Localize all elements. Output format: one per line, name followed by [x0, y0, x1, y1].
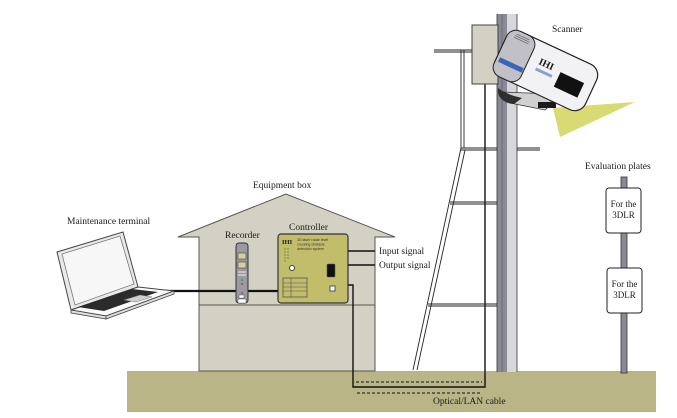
controller-device: IHI 3D laser radar level crossing obstac… [277, 233, 349, 304]
recorder-device [235, 242, 249, 304]
junction-box [471, 24, 499, 85]
label-evaluation-plates: Evaluation plates [585, 162, 651, 172]
controller-brand: IHI [282, 239, 293, 246]
ground [127, 371, 656, 412]
controller-text-line1: 3D laser radar level [297, 238, 328, 242]
label-output-signal: Output signal [379, 261, 431, 271]
optical-cable-path [348, 80, 486, 388]
plate-1-line1: For the [611, 199, 637, 209]
label-scanner: Scanner [552, 25, 583, 35]
label-maintenance-terminal: Maintenance terminal [67, 217, 150, 227]
label-equipment-box: Equipment box [253, 181, 312, 191]
label-recorder: Recorder [225, 231, 261, 241]
evaluation-plate-1: For the 3DLR [605, 187, 642, 234]
scanner-device: IHI [492, 29, 599, 112]
plate-2-line1: For the [612, 279, 638, 289]
label-optical-cable: Optical/LAN cable [433, 397, 506, 407]
plate-1-line2: 3DLR [612, 210, 635, 220]
controller-text-line3: detection system [297, 247, 324, 251]
tower-frame [412, 49, 540, 371]
laptop-icon [56, 231, 175, 320]
label-controller: Controller [289, 223, 329, 233]
plate-2-line2: 3DLR [613, 290, 636, 300]
label-input-signal: Input signal [379, 247, 424, 257]
evaluation-plate-2: For the 3DLR [606, 267, 643, 314]
controller-text-line2: crossing obstacle [297, 243, 325, 247]
